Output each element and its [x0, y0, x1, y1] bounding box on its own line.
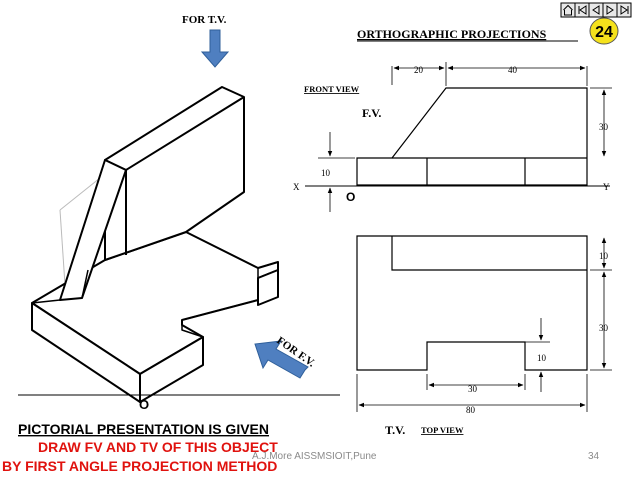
dim-fv-40: 40 [508, 65, 518, 75]
dim-fv-10: 10 [321, 168, 331, 178]
instruction-line-2: DRAW FV AND TV OF THIS OBJECT [38, 439, 278, 455]
footer-credit: A.J.More AISSMSIOIT,Pune [252, 451, 377, 462]
dim-fv-30: 30 [599, 122, 609, 132]
instruction-line-1: PICTORIAL PRESENTATION IS GIVEN [18, 421, 269, 437]
top-view-label: T.V. [385, 423, 405, 437]
dim-tv-80: 80 [466, 405, 476, 415]
dim-tv-10-upper: 10 [599, 251, 609, 261]
for-tv-label: FOR T.V. [182, 14, 227, 26]
dim-tv-30-slot: 30 [468, 384, 478, 394]
dim-fv-20: 20 [414, 65, 424, 75]
axis-y-label: Y [603, 182, 610, 192]
next-slide-icon[interactable] [602, 2, 618, 18]
front-view-heading: FRONT VIEW [304, 84, 360, 94]
last-slide-icon[interactable] [616, 2, 632, 18]
badge-number: 24 [595, 24, 613, 41]
front-view-drawing [305, 62, 612, 212]
front-view-label: F.V. [362, 106, 381, 120]
page-number: 34 [588, 451, 600, 462]
dim-tv-30-right: 30 [599, 323, 609, 333]
home-icon[interactable] [560, 2, 576, 18]
fv-origin-label: O [346, 190, 355, 204]
top-view-drawing [356, 235, 612, 412]
previous-slide-icon[interactable] [588, 2, 604, 18]
dim-tv-10-slot: 10 [537, 353, 547, 363]
first-slide-icon[interactable] [574, 2, 590, 18]
navigation-bar [560, 2, 632, 18]
top-view-heading: TOP VIEW [421, 425, 464, 435]
pictorial-origin-label: O [139, 397, 149, 412]
axis-x-label: X [293, 182, 300, 192]
page-title: ORTHOGRAPHIC PROJECTIONS [357, 27, 547, 41]
instruction-line-3: BY FIRST ANGLE PROJECTION METHOD [2, 458, 277, 474]
pictorial-view [18, 86, 340, 403]
slide-number-badge: 24 [589, 17, 619, 45]
arrow-down-icon [200, 29, 230, 68]
arrow-left-up-icon [254, 340, 309, 379]
